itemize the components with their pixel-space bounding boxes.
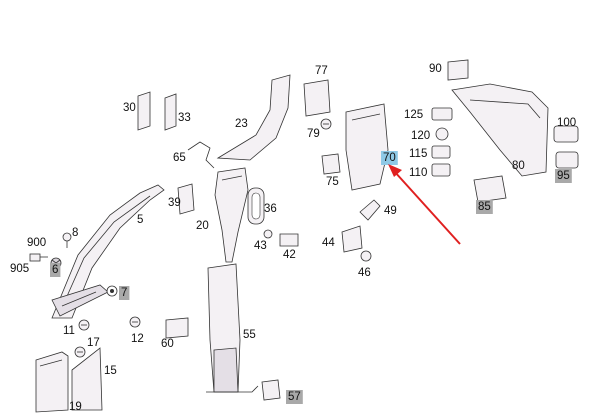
part-label-900: 900 xyxy=(27,237,46,249)
part-19-trim-panel xyxy=(35,351,69,413)
highlight-box-70 xyxy=(381,151,398,165)
part-label-15: 15 xyxy=(104,365,117,377)
highlight-box-57 xyxy=(286,390,303,404)
part-42-latch xyxy=(279,233,299,247)
part-7-clip xyxy=(106,285,118,297)
part-90-clip xyxy=(447,59,469,81)
part-label-6: 6 xyxy=(52,264,58,276)
part-label-905: 905 xyxy=(10,263,29,275)
part-label-39: 39 xyxy=(168,197,181,209)
highlight-box-7 xyxy=(119,286,130,300)
part-85-cover xyxy=(473,175,507,203)
part-60-clip xyxy=(165,317,189,339)
part-label-115: 115 xyxy=(409,148,427,160)
part-label-20: 20 xyxy=(196,220,209,232)
part-label-57: 57 xyxy=(288,391,301,403)
part-8-screw xyxy=(62,232,72,248)
part-label-70: 70 xyxy=(383,152,396,164)
part-49-cover xyxy=(359,199,381,221)
part-115-frame xyxy=(431,145,451,159)
part-label-19: 19 xyxy=(69,401,82,413)
part-75-clip xyxy=(321,153,341,175)
part-46-screw xyxy=(360,250,372,262)
part-80-rear-trim xyxy=(451,83,549,177)
part-39-clip xyxy=(177,183,195,215)
part-33-cover xyxy=(164,93,177,131)
part-70-c-pillar-trim xyxy=(345,103,389,191)
part-label-95: 95 xyxy=(557,170,570,182)
part-77-bracket xyxy=(303,79,331,117)
part-15-bracket xyxy=(71,347,103,411)
part-label-43: 43 xyxy=(254,240,267,252)
part-label-125: 125 xyxy=(404,109,423,121)
part-57-bracket xyxy=(261,379,281,401)
part-label-80: 80 xyxy=(512,160,525,172)
part-label-42: 42 xyxy=(283,249,296,261)
part-120-ring xyxy=(435,127,449,141)
part-11-screw xyxy=(78,319,90,331)
part-125-frame xyxy=(431,107,453,121)
part-label-11: 11 xyxy=(63,325,75,337)
part-label-12: 12 xyxy=(131,333,144,345)
part-label-100: 100 xyxy=(557,117,576,129)
part-label-7: 7 xyxy=(121,287,127,299)
part-5-a-pillar-trim xyxy=(51,184,165,319)
part-label-90: 90 xyxy=(429,63,442,75)
highlight-box-95 xyxy=(555,169,572,183)
part-95-switch xyxy=(555,151,579,169)
part-label-17: 17 xyxy=(87,337,100,349)
part-label-49: 49 xyxy=(384,205,397,217)
part-label-75: 75 xyxy=(326,176,339,188)
part-label-44: 44 xyxy=(322,237,335,249)
part-label-110: 110 xyxy=(409,167,427,179)
highlight-box-6 xyxy=(50,263,61,277)
part-label-33: 33 xyxy=(178,112,191,124)
part-20-55-b-pillar xyxy=(206,167,259,393)
part-43-screw xyxy=(263,229,273,239)
part-label-36: 36 xyxy=(264,203,277,215)
part-label-85: 85 xyxy=(478,201,491,213)
part-label-23: 23 xyxy=(235,118,248,130)
part-label-77: 77 xyxy=(315,65,328,77)
part-label-5: 5 xyxy=(137,214,143,226)
part-65-cable xyxy=(187,141,215,169)
part-label-30: 30 xyxy=(123,102,136,114)
part-79-screw xyxy=(320,118,332,130)
part-label-55: 55 xyxy=(243,329,256,341)
part-label-79: 79 xyxy=(307,128,320,140)
part-12-screw xyxy=(129,316,141,328)
part-110-frame xyxy=(431,163,451,177)
highlight-box-85 xyxy=(476,200,493,214)
part-100-switch xyxy=(553,125,579,143)
part-label-120: 120 xyxy=(411,130,430,142)
red-arrow-icon xyxy=(388,164,461,245)
part-17-clip xyxy=(74,346,86,358)
part-36-cover xyxy=(247,187,265,225)
part-label-8: 8 xyxy=(72,227,78,239)
part-label-60: 60 xyxy=(161,338,174,350)
part-label-46: 46 xyxy=(358,267,371,279)
part-label-65: 65 xyxy=(173,152,186,164)
part-900-905-fastener xyxy=(29,253,48,262)
part-30-base xyxy=(137,91,151,131)
part-44-bracket xyxy=(341,225,363,253)
part-23-trim xyxy=(216,74,291,161)
